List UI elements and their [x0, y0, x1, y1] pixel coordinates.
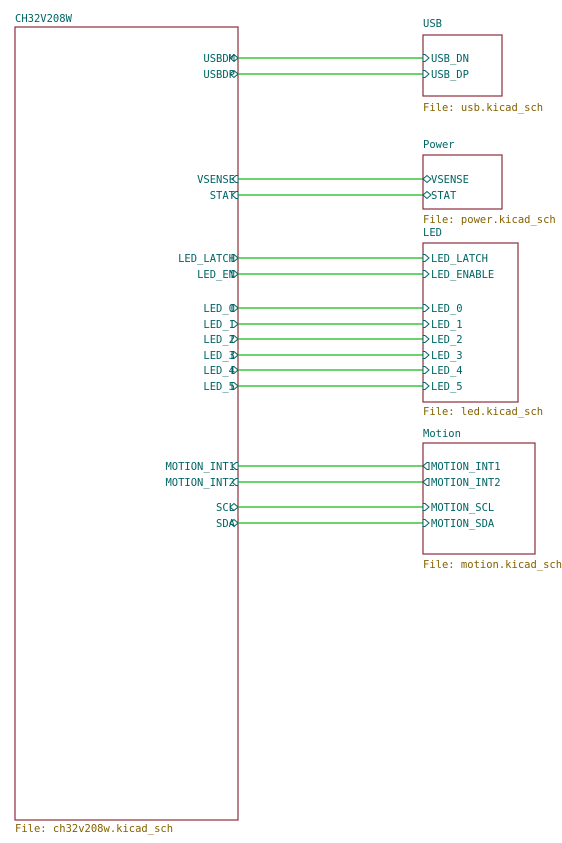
main-pin-motion-int1-icon	[231, 462, 239, 470]
motion-pin-motion-int2-icon	[422, 478, 430, 486]
power-sheet-box[interactable]	[422, 154, 503, 210]
led-pin-led-latch-icon	[422, 254, 430, 262]
led-pin-led-1-label: LED_1	[431, 319, 463, 331]
led-pin-led-latch-label: LED_LATCH	[431, 253, 488, 265]
usb-pin-usb-dn-icon	[422, 54, 430, 62]
main-pin-led-1-icon	[231, 320, 239, 328]
usb-sheet-file-label: File: usb.kicad_sch	[423, 102, 543, 114]
power-sheet-title: Power	[423, 139, 455, 151]
main-pin-led-3-icon	[231, 351, 239, 359]
main-pin-led-5-icon	[231, 382, 239, 390]
power-sheet-file-label: File: power.kicad_sch	[423, 214, 556, 226]
main-pin-led-0-icon	[231, 304, 239, 312]
usb-sheet-title: USB	[423, 18, 442, 30]
main-pin-stat-icon	[231, 191, 239, 199]
motion-pin-motion-sda-icon	[422, 519, 430, 527]
main-pin-led-3-label: LED_3	[203, 350, 235, 362]
main-pin-motion-int2-label: MOTION_INT2	[165, 477, 235, 489]
main-pin-led-2-icon	[231, 335, 239, 343]
main-sheet-title: CH32V208W	[15, 13, 73, 25]
usb-sheet-box[interactable]	[422, 34, 503, 97]
led-pin-led-5-label: LED_5	[431, 381, 463, 393]
power-pin-vsense-label: VSENSE	[431, 174, 469, 186]
main-pin-led-0-label: LED_0	[203, 303, 235, 315]
led-pin-led-2-icon	[422, 335, 430, 343]
led-sheet-title: LED	[423, 227, 442, 239]
led-pin-led-4-label: LED_4	[431, 365, 463, 377]
led-pin-led-2-label: LED_2	[431, 334, 463, 346]
main-pin-stat-label: STAT	[210, 190, 236, 202]
led-pin-led-0-label: LED_0	[431, 303, 463, 315]
main-pin-led-4-icon	[231, 366, 239, 374]
motion-pin-motion-int1-icon	[422, 462, 430, 470]
main-pin-vsense-label: VSENSE	[197, 174, 235, 186]
main-pin-sda-icon	[229, 518, 239, 528]
main-pin-sda-label: SDA	[216, 518, 236, 530]
usb-pin-usb-dn-label: USB_DN	[431, 53, 469, 65]
led-pin-led-enable-icon	[422, 270, 430, 278]
main-pin-scl-icon	[229, 502, 239, 512]
motion-pin-motion-int1-label: MOTION_INT1	[431, 461, 501, 473]
led-pin-led-4-icon	[422, 366, 430, 374]
usb-pin-usb-dp-icon	[422, 70, 430, 78]
main-pin-usbdm-label: USBDM	[203, 53, 235, 65]
motion-pin-motion-scl-icon	[422, 503, 430, 511]
power-pin-vsense-icon	[422, 174, 432, 184]
motion-pin-motion-sda-label: MOTION_SDA	[431, 518, 495, 530]
led-pin-led-enable-label: LED_ENABLE	[431, 269, 494, 281]
main-pin-motion-int2-icon	[231, 478, 239, 486]
led-sheet-file-label: File: led.kicad_sch	[423, 406, 543, 418]
main-pin-motion-int1-label: MOTION_INT1	[165, 461, 235, 473]
main-pin-led-latch-label: LED_LATCH	[178, 253, 235, 265]
led-pin-led-3-label: LED_3	[431, 350, 463, 362]
power-pin-stat-icon	[422, 190, 432, 200]
main-pin-led-en-label: LED_EN	[197, 269, 235, 281]
motion-sheet-file-label: File: motion.kicad_sch	[423, 559, 562, 571]
motion-sheet-box[interactable]	[422, 442, 536, 555]
power-pin-stat-label: STAT	[431, 190, 457, 202]
led-pin-led-3-icon	[422, 351, 430, 359]
usb-pin-usb-dp-label: USB_DP	[431, 69, 469, 81]
main-pin-usbdp-label: USBDP	[203, 69, 235, 81]
motion-sheet-title: Motion	[423, 428, 461, 440]
main-pin-usbdm-icon	[229, 53, 239, 63]
main-pin-vsense-icon	[231, 175, 239, 183]
led-pin-led-1-icon	[422, 320, 430, 328]
main-pin-led-4-label: LED_4	[203, 365, 235, 377]
main-pin-led-5-label: LED_5	[203, 381, 235, 393]
motion-pin-motion-scl-label: MOTION_SCL	[431, 502, 494, 514]
led-pin-led-0-icon	[422, 304, 430, 312]
main-sheet-file-label: File: ch32v208w.kicad_sch	[15, 823, 173, 835]
main-pin-usbdp-icon	[229, 69, 239, 79]
led-pin-led-5-icon	[422, 382, 430, 390]
main-pin-led-2-label: LED_2	[203, 334, 235, 346]
motion-pin-motion-int2-label: MOTION_INT2	[431, 477, 501, 489]
main-pin-scl-label: SCL	[216, 502, 235, 514]
main-pin-led-en-icon	[231, 270, 239, 278]
main-pin-led-latch-icon	[231, 254, 239, 262]
main-pin-led-1-label: LED_1	[203, 319, 235, 331]
main-sheet-box[interactable]	[14, 26, 239, 821]
